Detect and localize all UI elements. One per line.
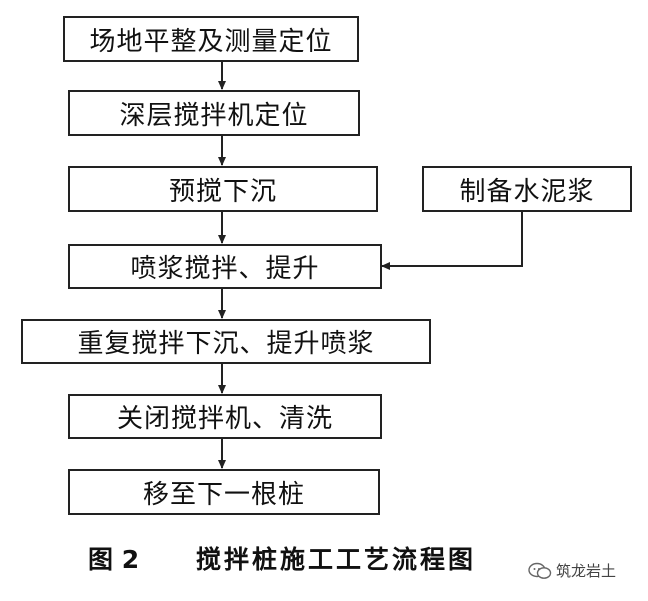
step-box-1: 场地平整及测量定位: [63, 16, 359, 62]
watermark: 筑龙岩土: [528, 560, 616, 581]
side-input-label: 制备水泥浆: [459, 176, 595, 207]
step-box-4: 喷浆搅拌、提升: [68, 244, 382, 289]
step-box-5: 重复搅拌下沉、提升喷浆: [21, 319, 431, 364]
step-box-6: 关闭搅拌机、清洗: [68, 394, 382, 439]
step-box-7: 移至下一根桩: [68, 469, 380, 515]
arrow-side-input-to-step4: [381, 212, 523, 270]
step-label-6: 关闭搅拌机、清洗: [116, 404, 333, 434]
figure-title: 搅拌桩施工工艺流程图: [196, 545, 477, 574]
wechat-icon: [528, 562, 552, 579]
side-input-box: 制备水泥浆: [422, 166, 632, 212]
step-label-3: 预搅下沉: [168, 176, 277, 207]
step-label-4: 喷浆搅拌、提升: [130, 254, 320, 284]
step-label-1: 场地平整及测量定位: [89, 26, 333, 57]
step-label-7: 移至下一根桩: [142, 479, 305, 510]
step-box-2: 深层搅拌机定位: [68, 90, 360, 136]
step-label-2: 深层搅拌机定位: [119, 100, 309, 131]
step-box-3: 预搅下沉: [68, 166, 378, 212]
watermark-text: 筑龙岩土: [556, 562, 617, 580]
step-label-5: 重复搅拌下沉、提升喷浆: [77, 329, 375, 359]
figure-number: 图 2: [88, 545, 140, 574]
